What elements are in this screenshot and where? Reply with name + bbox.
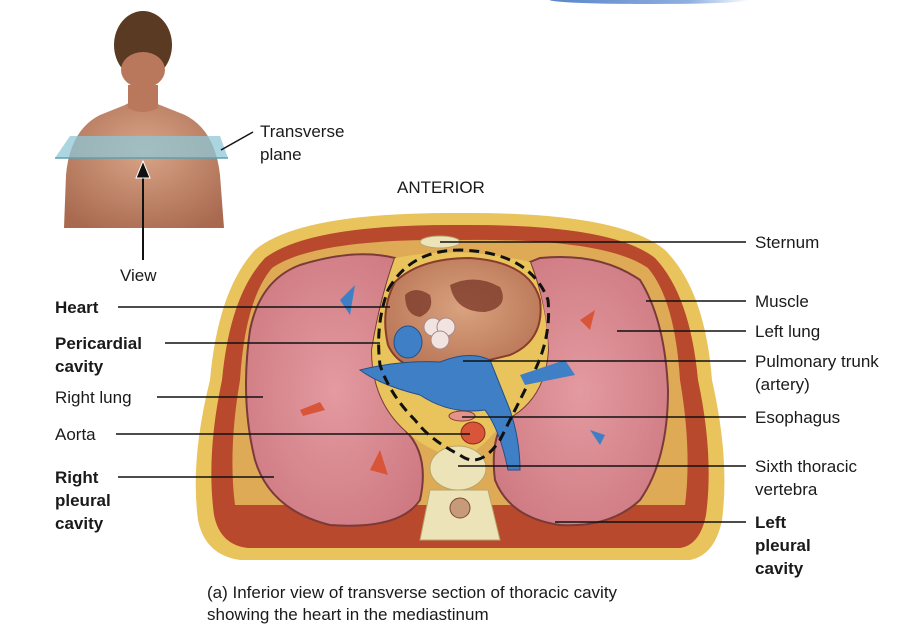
vertebra-shape <box>429 445 487 491</box>
label-heart: Heart <box>55 298 99 317</box>
label-pericardial-cavity: Pericardial cavity <box>55 334 142 376</box>
view-arrow <box>135 159 151 260</box>
heart-shape <box>384 256 542 372</box>
esophagus-shape <box>448 410 476 422</box>
anterior-label: ANTERIOR <box>397 178 485 197</box>
label-muscle: Muscle <box>755 292 809 311</box>
leader-lines <box>116 241 746 523</box>
top-decorative-bar <box>550 0 750 4</box>
label-sixth-thoracic-vertebra: Sixth thoracic vertebra <box>755 457 858 499</box>
figure-caption: (a) Inferior view of transverse section … <box>207 583 618 624</box>
label-left-lung: Left lung <box>755 322 821 341</box>
transverse-plane-label: Transverse plane <box>260 122 345 164</box>
pulmonary-trunk-shape <box>358 355 521 471</box>
label-sternum: Sternum <box>755 233 820 252</box>
cross-section <box>195 212 725 560</box>
aorta-shape <box>460 421 486 445</box>
label-aorta: Aorta <box>55 425 96 444</box>
transverse-plane <box>55 131 254 159</box>
label-pulmonary-trunk: Pulmonary trunk (artery) <box>755 352 879 394</box>
label-esophagus: Esophagus <box>755 408 841 427</box>
label-left-pleural-cavity: Left pleural cavity <box>755 513 811 578</box>
view-label: View <box>120 266 157 285</box>
label-right-lung: Right lung <box>55 388 132 407</box>
label-right-pleural-cavity: Right pleural cavity <box>55 468 111 533</box>
